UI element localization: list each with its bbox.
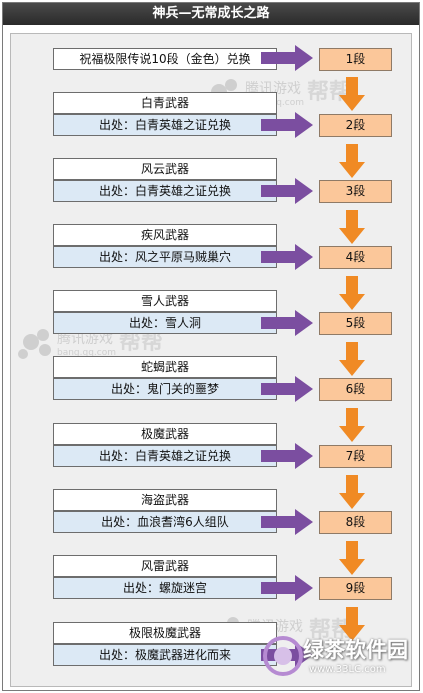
- down-arrow-icon: [339, 408, 365, 442]
- weapon-name-7: 极魔武器: [53, 423, 277, 445]
- down-arrow-icon: [339, 342, 365, 376]
- stage-badge-1: 1段: [319, 48, 392, 71]
- source-box-8: 出处：血浪耆湾6人组队: [53, 511, 277, 533]
- right-arrow-icon: [261, 178, 313, 204]
- weapon-name-5: 雪人武器: [53, 290, 277, 312]
- source-box-7: 出处：白青英雄之证兑换: [53, 445, 277, 467]
- source-box-3: 出处：白青英雄之证兑换: [53, 180, 277, 202]
- diagram-title: 神兵—无常成长之路: [3, 3, 419, 25]
- right-arrow-icon: [261, 112, 313, 138]
- source-box-2: 出处：白青英雄之证兑换: [53, 114, 277, 136]
- stage-badge-2: 2段: [319, 114, 392, 137]
- source-box-10: 出处：极魔武器进化而来: [53, 644, 277, 666]
- weapon-name-6: 蛇蝎武器: [53, 356, 277, 378]
- stage-badge-6: 6段: [319, 378, 392, 401]
- stage-badge-9: 9段: [319, 577, 392, 600]
- weapon-name-8: 海盗武器: [53, 489, 277, 511]
- weapon-name-2: 白青武器: [53, 92, 277, 114]
- stage-badge-4: 4段: [319, 246, 392, 269]
- weapon-name-9: 风雷武器: [53, 555, 277, 577]
- source-box-1: 祝福极限传说10段（金色）兑换: [53, 48, 277, 70]
- source-box-9: 出处：螺旋迷宫: [53, 577, 277, 599]
- down-arrow-icon: [339, 541, 365, 575]
- stage-badge-7: 7段: [319, 445, 392, 468]
- down-arrow-icon: [339, 475, 365, 509]
- right-arrow-icon: [261, 509, 313, 535]
- right-arrow-icon: [261, 443, 313, 469]
- stage-badge-3: 3段: [319, 180, 392, 203]
- source-box-4: 出处：风之平原马贼巢穴: [53, 246, 277, 268]
- down-arrow-icon: [339, 210, 365, 244]
- weapon-name-4: 疾风武器: [53, 224, 277, 246]
- right-arrow-icon: [261, 575, 313, 601]
- right-arrow-icon: [261, 244, 313, 270]
- down-arrow-icon: [339, 77, 365, 111]
- down-arrow-icon: [339, 607, 365, 641]
- right-arrow-icon: [261, 310, 313, 336]
- stage-badge-5: 5段: [319, 312, 392, 335]
- down-arrow-icon: [339, 276, 365, 310]
- stage-badge-8: 8段: [319, 511, 392, 534]
- weapon-name-3: 风云武器: [53, 158, 277, 180]
- corner-url: www.33LC.com: [309, 664, 386, 675]
- diagram-panel: 腾讯游戏 帮帮 bang.qq.com 腾讯游戏 帮帮 bang.qq.com …: [10, 33, 412, 687]
- right-arrow-icon: [261, 642, 313, 668]
- source-box-5: 出处：雪人洞: [53, 312, 277, 334]
- right-arrow-icon: [261, 45, 313, 71]
- down-arrow-icon: [339, 144, 365, 178]
- weapon-name-10: 极限极魔武器: [53, 622, 277, 644]
- right-arrow-icon: [261, 376, 313, 402]
- source-box-6: 出处：鬼门关的噩梦: [53, 378, 277, 400]
